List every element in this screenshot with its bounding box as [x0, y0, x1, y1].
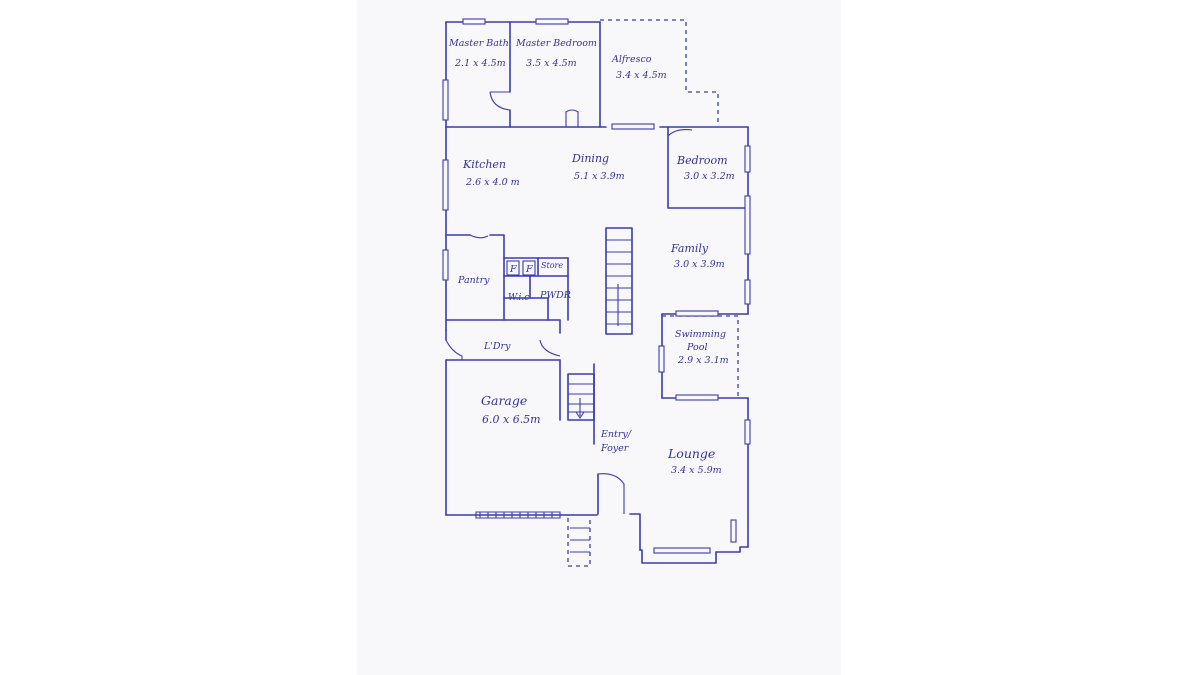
bedroom-size: 3.0 x 3.2m	[684, 171, 735, 182]
master-bath-name: Master Bath	[448, 38, 509, 49]
fridge-2-label: F	[525, 264, 533, 275]
fridge-1-label: F	[509, 264, 517, 275]
store-label: Store	[541, 261, 563, 270]
pool-line1: Swimming	[675, 329, 726, 340]
interior-walls	[445, 21, 749, 514]
master-bath-size: 2.1 x 4.5m	[454, 58, 506, 69]
outer-walls	[445, 21, 749, 564]
family-name: Family	[670, 242, 709, 255]
master-bedroom-name: Master Bedroom	[515, 38, 597, 49]
paper-sheet	[357, 0, 841, 675]
pwdr-label: PWDR	[539, 290, 571, 301]
kitchen-name: Kitchen	[462, 158, 506, 171]
entry-line1: Entry/	[600, 429, 632, 440]
lounge-size: 3.4 x 5.9m	[671, 465, 722, 476]
garage-name: Garage	[481, 393, 527, 408]
laundry-label: L'Dry	[483, 341, 511, 352]
alfresco-name: Alfresco	[611, 54, 652, 65]
garage-size: 6.0 x 6.5m	[482, 413, 541, 426]
dashed-outlines	[567, 19, 739, 567]
dining-name: Dining	[571, 152, 609, 165]
windows	[442, 18, 751, 554]
alfresco-size: 3.4 x 4.5m	[616, 70, 667, 81]
master-bedroom-size: 3.5 x 4.5m	[526, 58, 577, 69]
wic-label: W.i.c	[508, 293, 529, 303]
pool-size: 2.9 x 3.1m	[677, 355, 729, 366]
pool-line2: Pool	[686, 342, 707, 353]
lounge-name: Lounge	[667, 446, 715, 461]
dining-size: 5.1 x 3.9m	[574, 171, 625, 182]
bedroom-name: Bedroom	[676, 154, 728, 167]
entry-line2: Foyer	[600, 443, 630, 454]
pantry-name: Pantry	[457, 275, 490, 286]
family-size: 3.0 x 3.9m	[674, 259, 725, 270]
kitchen-size: 2.6 x 4.0 m	[465, 177, 520, 188]
room-labels: Master Bath 2.1 x 4.5m Master Bedroom 3.…	[448, 38, 735, 476]
